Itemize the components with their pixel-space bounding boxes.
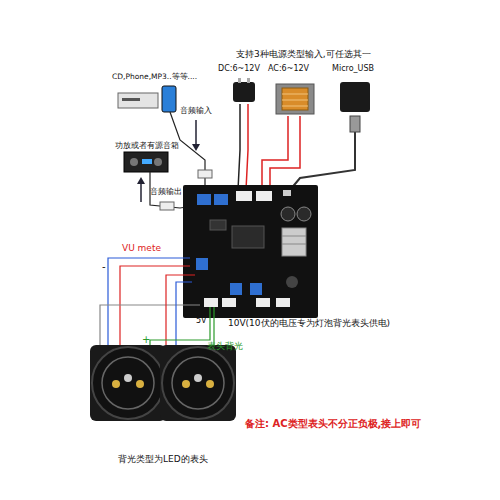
terminal (182, 380, 190, 388)
plug-pin (238, 78, 241, 83)
knob (154, 158, 162, 166)
connector (204, 298, 218, 307)
connector (160, 202, 174, 210)
fin (282, 244, 306, 245)
device-label: CD,Phone,MP3..等等.... (112, 72, 197, 82)
input-arrow (195, 120, 197, 146)
ic-chip (210, 220, 226, 230)
power-note: 支持3种电源类型输入,可任选其一 (236, 50, 371, 60)
coil-line (282, 94, 308, 95)
potentiometer (230, 283, 242, 295)
wire-label: 表头背光 (207, 342, 243, 352)
display (142, 159, 152, 164)
signal-label: 音频输出 (150, 188, 182, 197)
terminal (136, 380, 144, 388)
dc-adapter-device: DC:6~12V (218, 64, 266, 104)
device-label: AC:6~12V (268, 64, 309, 73)
connector (276, 298, 290, 307)
capacitor (281, 207, 295, 221)
dc-cable (246, 104, 248, 190)
transformer-core (276, 84, 314, 114)
remark-note: 备注: AC类型表头不分正负极,接上即可 (245, 418, 421, 429)
terminal (124, 374, 132, 382)
fin (282, 236, 306, 237)
usb-charger-device: Micro_USB (332, 64, 388, 114)
device-label: 功放或者有源音箱 (115, 140, 179, 151)
terminal (194, 374, 202, 382)
meter-base (90, 345, 166, 421)
wire-label: VU mete (122, 244, 161, 254)
ac-wire (270, 116, 300, 190)
coil-line (282, 106, 308, 107)
usb-cable (290, 132, 355, 190)
plug-pin (247, 78, 250, 83)
cd-player (118, 93, 158, 108)
capacitor (297, 207, 311, 221)
meter-body (162, 347, 234, 419)
arrow-head (192, 144, 200, 151)
terminal (206, 380, 214, 388)
amplifier (124, 152, 168, 172)
transformer-coil (282, 88, 308, 110)
polarity-mark: - (102, 261, 106, 272)
ic-chip (232, 226, 264, 248)
amplifier-device: 功放或者有源音箱 (115, 140, 195, 174)
usb-plug (350, 116, 360, 132)
terminal-block (214, 194, 228, 205)
knob (130, 158, 138, 166)
polarity-mark: + (142, 334, 150, 345)
inductor (286, 276, 298, 288)
phone (162, 86, 176, 112)
output-arrow (140, 182, 142, 202)
potentiometer (196, 258, 208, 270)
meter-ring (102, 357, 154, 409)
voltage-note: 10V(10伏的电压专为灯泡背光表头供电) (228, 319, 390, 329)
meter-ring (172, 357, 224, 409)
potentiometer (250, 283, 262, 295)
voltage-label: 5V (196, 317, 207, 326)
terminal (112, 380, 120, 388)
terminal-block (197, 194, 211, 205)
dc-adapter (233, 82, 255, 102)
connector (236, 191, 252, 201)
device-label: Micro_USB (332, 64, 374, 73)
usb-charger (340, 82, 370, 112)
usb-socket (283, 190, 291, 196)
dc-cable (238, 104, 240, 190)
connector (256, 298, 270, 307)
arrow-head (137, 177, 145, 184)
meter-body (92, 347, 164, 419)
heatsink (282, 228, 306, 256)
device-label: DC:6~12V (218, 64, 260, 73)
cd-slot (122, 98, 140, 101)
connector (198, 170, 212, 178)
ac-wire (262, 116, 288, 190)
ac-transformer-device: AC:6~12V (268, 64, 324, 116)
coil-line (282, 100, 308, 101)
connector (222, 298, 236, 307)
pcb-board (183, 185, 318, 318)
connector (256, 191, 272, 201)
caption-label: 背光类型为LED的表头 (118, 455, 208, 465)
meter-base (160, 345, 236, 421)
signal-label: 音频输入 (180, 107, 212, 116)
